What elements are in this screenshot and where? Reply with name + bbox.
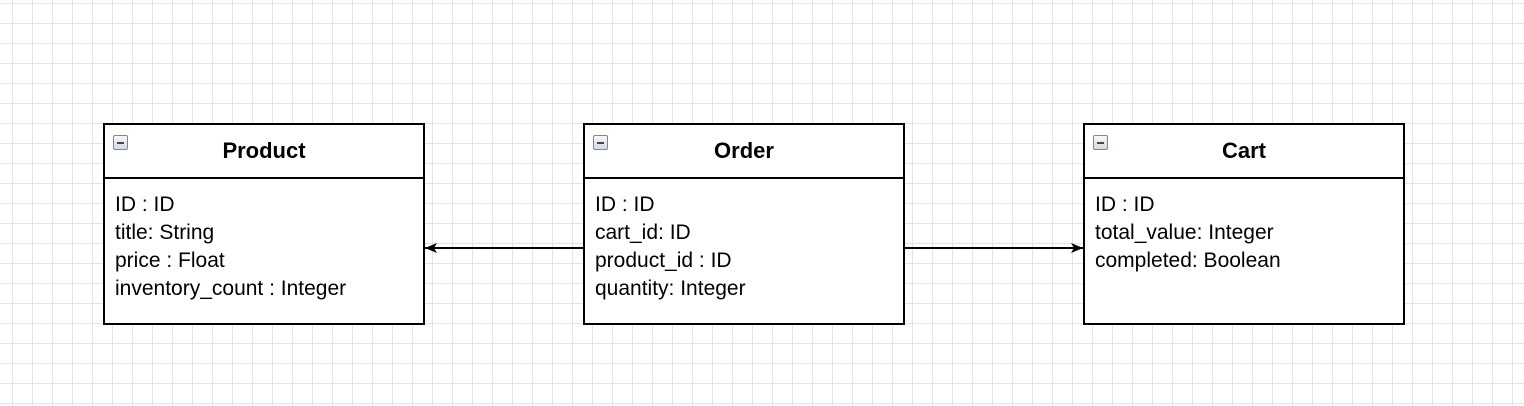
field-item[interactable]: total_value: Integer	[1095, 221, 1274, 244]
field-item[interactable]: cart_id: ID	[595, 221, 691, 244]
minus-square-icon[interactable]	[593, 135, 608, 150]
field-list: ID : ID cart_id: ID product_id : ID quan…	[585, 179, 903, 303]
entity-header[interactable]: Cart	[1085, 125, 1403, 179]
field-item[interactable]: ID : ID	[115, 193, 175, 216]
entity-title: Order	[714, 138, 774, 163]
minus-square-icon[interactable]	[113, 135, 128, 150]
minus-square-icon[interactable]	[1093, 135, 1108, 150]
field-list: ID : ID total_value: Integer completed: …	[1085, 179, 1403, 275]
field-item[interactable]: price : Float	[115, 249, 225, 272]
field-item[interactable]: product_id : ID	[595, 249, 732, 272]
field-item[interactable]: quantity: Integer	[595, 277, 746, 300]
field-item[interactable]: completed: Boolean	[1095, 249, 1281, 272]
field-item[interactable]: ID : ID	[1095, 193, 1155, 216]
entity-header[interactable]: Product	[105, 125, 423, 179]
field-item[interactable]: inventory_count : Integer	[115, 277, 347, 300]
entity-title: Product	[222, 138, 306, 163]
field-list: ID : ID title: String price : Float inve…	[105, 179, 423, 303]
entity-header[interactable]: Order	[585, 125, 903, 179]
field-item[interactable]: title: String	[115, 221, 215, 244]
field-item[interactable]: ID : ID	[595, 193, 655, 216]
entity-cart[interactable]: Cart ID : ID total_value: Integer comple…	[1083, 123, 1405, 325]
entity-title: Cart	[1221, 138, 1266, 163]
entity-product[interactable]: Product ID : ID title: String price : Fl…	[103, 123, 425, 325]
entity-order[interactable]: Order ID : ID cart_id: ID product_id : I…	[583, 123, 905, 325]
